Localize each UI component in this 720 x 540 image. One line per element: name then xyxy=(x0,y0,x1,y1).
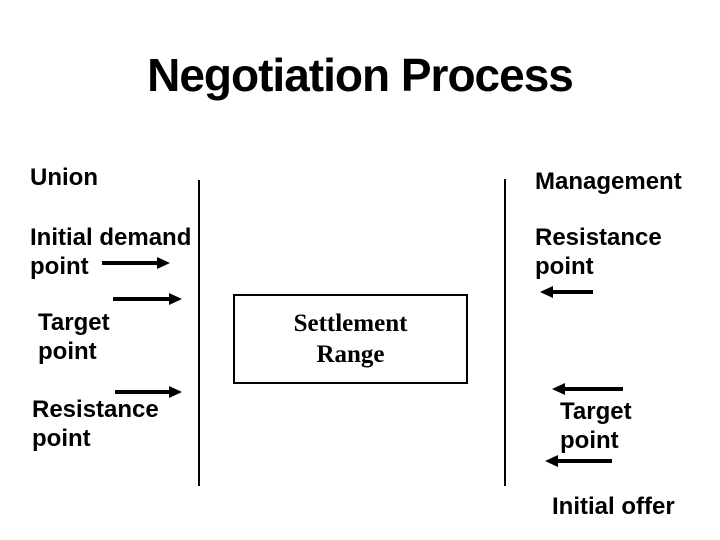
settlement-range-box: Settlement Range xyxy=(233,294,468,384)
label-line: Target xyxy=(38,309,110,336)
management-target-point-label: Target point xyxy=(560,397,632,455)
label-line: point xyxy=(32,425,91,452)
arrow-right-icon xyxy=(113,292,182,306)
arrow-head xyxy=(552,383,565,395)
label-line: point xyxy=(535,253,594,280)
arrow-shaft xyxy=(113,297,169,301)
management-resistance-point-label: Resistance point xyxy=(535,223,662,281)
arrow-head xyxy=(169,386,182,398)
management-party-label: Management xyxy=(535,168,682,195)
arrow-left-icon xyxy=(540,285,593,299)
union-party-label: Union xyxy=(30,164,98,191)
arrow-shaft xyxy=(565,387,623,391)
union-boundary-line xyxy=(198,180,200,486)
arrow-head xyxy=(157,257,170,269)
arrow-shaft xyxy=(102,261,157,265)
arrow-left-icon xyxy=(545,454,612,468)
label-line: Resistance xyxy=(32,396,159,423)
management-boundary-line xyxy=(504,179,506,486)
label-line: Initial demand xyxy=(30,224,192,251)
label-line: point xyxy=(30,253,89,280)
union-initial-demand-point-label: Initial demand point xyxy=(30,223,191,281)
union-target-point-label: Target point xyxy=(38,308,110,366)
settlement-range-line: Settlement xyxy=(293,310,408,337)
label-line: Resistance xyxy=(535,224,662,251)
arrow-shaft xyxy=(553,290,593,294)
arrow-right-icon xyxy=(115,385,182,399)
arrow-right-icon xyxy=(102,256,170,270)
union-resistance-point-label: Resistance point xyxy=(32,395,159,453)
label-line: point xyxy=(38,338,97,365)
arrow-head xyxy=(169,293,182,305)
settlement-range-line: Range xyxy=(316,341,385,368)
label-line: Target xyxy=(560,398,632,425)
page-title: Negotiation Process xyxy=(147,49,574,101)
arrow-head xyxy=(540,286,553,298)
arrow-left-icon xyxy=(552,382,623,396)
management-initial-offer-label: Initial offer xyxy=(552,493,675,520)
label-line: point xyxy=(560,427,619,454)
arrow-shaft xyxy=(558,459,612,463)
arrow-head xyxy=(545,455,558,467)
arrow-shaft xyxy=(115,390,169,394)
